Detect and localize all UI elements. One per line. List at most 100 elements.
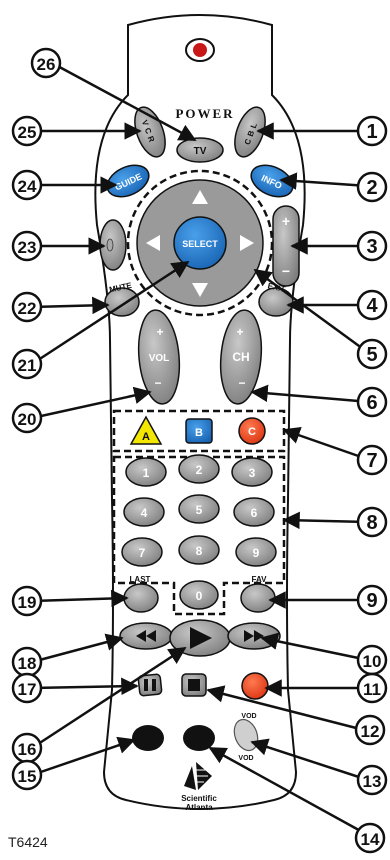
callout-19: 19 <box>11 585 43 617</box>
svg-text:TV: TV <box>194 146 207 157</box>
svg-text:5: 5 <box>196 503 203 517</box>
svg-text:8: 8 <box>196 544 203 558</box>
callout-7: 7 <box>356 444 388 476</box>
svg-text:2: 2 <box>366 177 377 199</box>
svg-text:FAV: FAV <box>252 575 268 584</box>
svg-text:B: B <box>195 427 203 439</box>
svg-text:8: 8 <box>366 512 377 534</box>
right-arrow-button[interactable] <box>240 235 254 251</box>
callout-23: 23 <box>11 230 43 262</box>
svg-text:12: 12 <box>361 722 380 741</box>
tv-button[interactable]: TV <box>176 137 224 163</box>
svg-text:CH: CH <box>232 350 249 364</box>
callout-6: 6 <box>356 386 388 418</box>
svg-text:3: 3 <box>249 466 256 480</box>
digit-button-8[interactable]: 8 <box>178 535 220 565</box>
power-label: POWER <box>175 106 234 121</box>
callout-11: 11 <box>356 672 388 704</box>
svg-text:7: 7 <box>139 546 146 560</box>
rewind-button[interactable] <box>119 622 173 650</box>
callout-1: 1 <box>356 115 388 147</box>
svg-text:+: + <box>156 325 163 339</box>
svg-text:VOL: VOL <box>149 353 170 364</box>
select-button[interactable]: SELECT <box>173 216 227 270</box>
callout-26: 26 <box>30 47 62 79</box>
svg-text:23: 23 <box>18 238 37 257</box>
svg-text:+: + <box>282 213 290 229</box>
callout-12: 12 <box>354 714 386 746</box>
svg-text:A: A <box>142 431 150 443</box>
keypad-group-outline <box>112 455 286 616</box>
svg-text:10: 10 <box>363 652 382 671</box>
stop-button[interactable] <box>181 673 207 697</box>
svg-text:15: 15 <box>18 767 37 786</box>
svg-text:20: 20 <box>18 410 37 429</box>
bottom-left-button[interactable] <box>132 725 164 751</box>
svg-text:VOD: VOD <box>238 755 253 762</box>
digit-button-4[interactable]: 4 <box>123 497 165 527</box>
figure-code: T6424 <box>8 834 48 850</box>
svg-text:−: − <box>282 263 290 279</box>
svg-text:Scientific: Scientific <box>181 794 217 803</box>
svg-text:4: 4 <box>366 295 378 317</box>
record-button[interactable] <box>241 672 269 700</box>
bottom-center-button[interactable] <box>183 725 215 751</box>
svg-text:+: + <box>236 325 243 339</box>
callout-5: 5 <box>356 338 388 370</box>
digit-button-9[interactable]: 9 <box>235 537 277 567</box>
callout-25: 25 <box>11 115 43 147</box>
svg-text:7: 7 <box>366 450 377 472</box>
svg-text:C: C <box>248 426 256 438</box>
callout-16: 16 <box>11 732 43 764</box>
svg-text:11: 11 <box>363 680 381 699</box>
svg-text:9: 9 <box>253 546 260 560</box>
svg-text:VOD: VOD <box>241 713 256 720</box>
digit-button-6[interactable]: 6 <box>233 497 275 527</box>
digit-button-1[interactable]: 1 <box>125 457 167 487</box>
left-arrow-button[interactable] <box>146 235 160 251</box>
svg-text:6: 6 <box>251 506 258 520</box>
svg-text:−: − <box>238 376 245 390</box>
svg-text:1: 1 <box>143 466 150 480</box>
cbl-button[interactable]: CBL <box>229 103 271 161</box>
ir-led <box>185 38 215 62</box>
callout-18: 18 <box>11 646 43 678</box>
svg-text:2: 2 <box>196 463 203 477</box>
svg-text:Atlanta: Atlanta <box>185 803 213 812</box>
callout-14: 14 <box>354 822 386 854</box>
down-arrow-button[interactable] <box>192 283 208 297</box>
svg-text:9: 9 <box>366 590 377 612</box>
side-left-button[interactable] <box>99 219 127 271</box>
callout-13: 13 <box>356 764 388 796</box>
leader-lines <box>31 61 371 836</box>
callout-20: 20 <box>11 402 43 434</box>
svg-text:SELECT: SELECT <box>182 239 218 249</box>
callout-10: 10 <box>356 644 388 676</box>
digit-button-3[interactable]: 3 <box>231 457 273 487</box>
fast-forward-button[interactable] <box>227 622 281 650</box>
b-button[interactable]: B <box>185 418 213 444</box>
c-button[interactable]: C <box>238 417 266 445</box>
scientific-atlanta-logo: Scientific Atlanta <box>181 762 217 812</box>
pause-button[interactable] <box>137 673 163 697</box>
digit-button-7[interactable]: 7 <box>121 537 163 567</box>
digit-button-0[interactable]: 0 <box>179 580 219 610</box>
callout-22: 22 <box>11 291 43 323</box>
a-button[interactable]: A <box>129 415 163 445</box>
callout-2: 2 <box>356 171 388 203</box>
svg-text:26: 26 <box>37 55 56 74</box>
svg-text:17: 17 <box>18 680 37 699</box>
callout-21: 21 <box>11 348 43 380</box>
svg-text:0: 0 <box>196 589 203 603</box>
callout-4: 4 <box>356 289 388 321</box>
volume-rocker-button[interactable]: + VOL − <box>135 308 183 405</box>
digit-button-5[interactable]: 5 <box>178 494 220 524</box>
mute-button[interactable]: MUTE <box>104 281 140 317</box>
channel-rocker-button[interactable]: + CH − <box>217 308 265 405</box>
play-button[interactable] <box>169 619 231 657</box>
svg-text:6: 6 <box>366 392 377 414</box>
svg-text:24: 24 <box>18 177 37 196</box>
svg-text:3: 3 <box>366 236 377 258</box>
up-arrow-button[interactable] <box>192 190 208 204</box>
digit-button-2[interactable]: 2 <box>178 454 220 484</box>
